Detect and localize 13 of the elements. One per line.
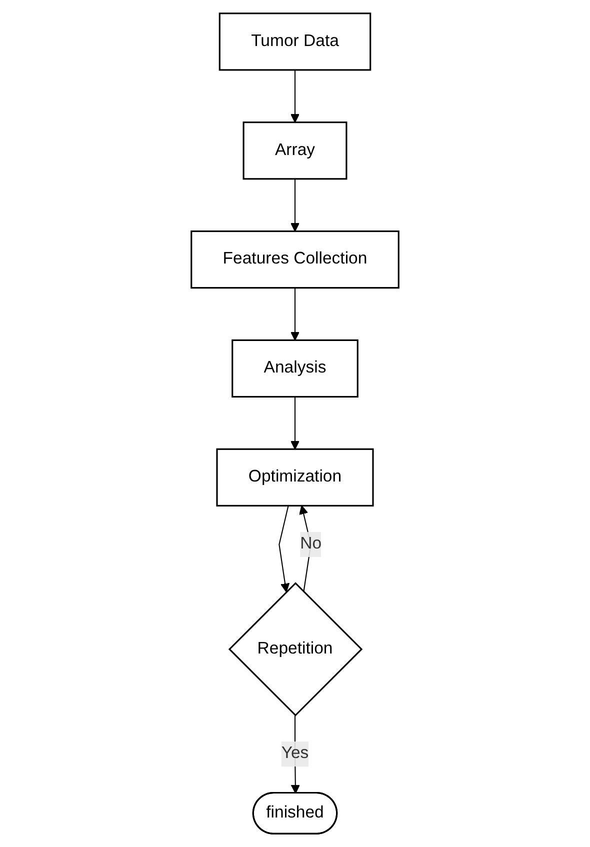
arrow [290, 178, 300, 232]
edge-label: No [300, 535, 322, 553]
node-box: Features Collection [190, 230, 400, 289]
node-box: Analysis [232, 339, 358, 398]
edge-label: Yes [281, 744, 309, 762]
node-box: Tumor Data [218, 12, 372, 71]
node-box: Optimization [216, 448, 374, 506]
arrow [290, 396, 300, 450]
arrow [290, 288, 300, 341]
node-box: Array [242, 122, 348, 180]
arrow [290, 70, 300, 123]
arrow [278, 506, 290, 592]
node-diamond: Repetition [228, 582, 363, 716]
